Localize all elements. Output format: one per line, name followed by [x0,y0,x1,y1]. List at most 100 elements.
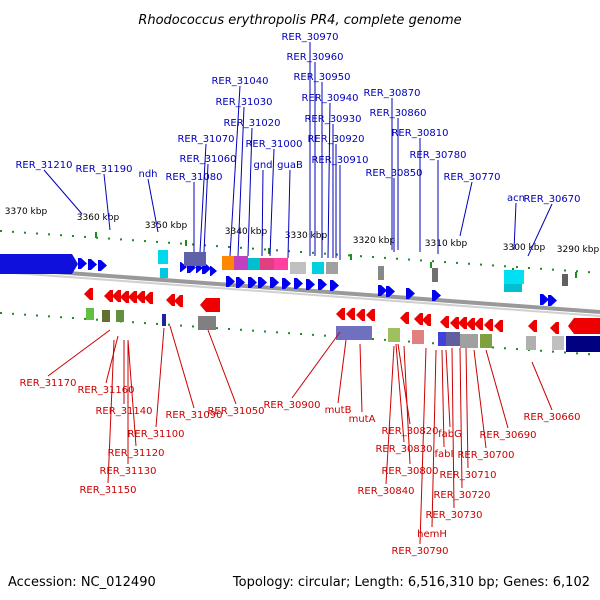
feature-box [446,332,460,346]
scale-dot [204,244,206,247]
scale-dot [300,251,302,253]
scale-dot [216,327,218,330]
scale-dot [432,260,434,263]
reverse-gene-arrow [550,322,559,334]
label-leader-line [419,347,427,545]
forward-gene-arrow [294,278,303,289]
scale-dot [420,259,422,262]
label-leader-line [207,329,237,405]
forward-gene-arrow [78,258,87,269]
label-leader-line [403,345,411,465]
scale-dot [252,329,254,332]
scale-dot [96,318,98,321]
label-leader-line [247,127,253,257]
label-leader-line [147,178,159,233]
scale-dot [60,234,62,237]
forward-gene-arrow [306,279,315,290]
reverse-gene-arrow [128,291,137,303]
label-leader-line [199,143,207,253]
scale-dot [540,349,542,352]
scale-dot [588,353,590,356]
gene-label-forward: RER_30670 [523,194,580,205]
gene-label-reverse: RER_31120 [107,448,164,459]
label-leader-line [451,347,455,509]
gene-label-forward: RER_30970 [281,32,338,43]
scale-dot [24,313,26,316]
label-leader-line [395,343,405,443]
scale-dot [84,235,86,238]
gene-label-forward: RER_30950 [293,72,350,83]
kbp-label: 3310 kbp [425,239,468,249]
feature-box [480,334,492,348]
scale-dot [372,256,374,259]
label-leader-line [103,173,111,231]
reverse-gene-arrow [400,312,409,324]
feature-box [248,258,260,270]
scale-dot [132,321,134,324]
gene-label-forward: RER_30810 [391,128,448,139]
feature-box [326,262,338,274]
gene-features [0,250,600,352]
scale-dot [240,246,242,249]
genome-backbone [0,266,600,314]
scale-dot [264,330,266,333]
label-leader-line [485,349,509,429]
scale-dot [276,249,278,252]
gene-label-forward: RER_30930 [304,114,361,125]
gene-label-forward: ndh [138,169,157,180]
feature-box [158,250,168,264]
feature-box [274,258,288,270]
label-leader-line [269,148,275,257]
scale-dot [396,257,398,260]
scale-dot [468,262,470,265]
scale-dot [240,328,242,331]
gene-label-reverse: RER_31150 [79,485,136,496]
forward-gene-arrow [282,278,291,289]
gene-label-forward: RER_30780 [409,150,466,161]
label-leader-line [431,349,437,528]
forward-gene-arrow [330,280,339,291]
feature-box [566,336,600,352]
scale-dot [60,316,62,319]
scale-dot [228,245,230,248]
major-tick [95,232,97,238]
label-leader-line [127,339,137,447]
feature-box [460,334,478,348]
reverse-gene-arrow [346,308,355,320]
feature-box [412,330,424,344]
gene-label-reverse: RER_31160 [77,385,134,396]
scale-dot [588,271,590,274]
scale-dot [324,334,326,337]
scale-dot [552,268,554,271]
topology-text: Topology: circular; Length: 6,516,310 bp… [232,575,590,590]
scale-dot [336,253,338,256]
reverse-gene-arrow [528,320,537,332]
reverse-gene-arrow [356,309,365,321]
label-leader-line [43,169,83,215]
scale-dot [252,247,254,250]
kbp-label: 3300 kbp [503,243,546,253]
label-leader-line [327,102,331,259]
genome-backbone-shadow [0,271,600,317]
gene-label-forward: RER_30920 [307,134,364,145]
label-leader-line [237,106,245,257]
scale-dot [492,264,494,267]
scale-dot [48,233,50,236]
scale-dot [72,317,74,320]
scale-dot [144,322,146,325]
reverse-gene-arrow [422,314,431,326]
reverse-gene-arrow [104,290,113,302]
label-leader-line [203,163,209,253]
feature-box [336,326,372,340]
label-leader-line [337,339,347,404]
scale-dot [132,239,134,242]
gene-label-reverse: RER_30690 [479,430,536,441]
label-leader-line [261,169,264,257]
scale-dot [264,248,266,251]
kbp-label: 3350 kbp [145,221,188,231]
gene-label-reverse: RER_30820 [381,426,438,437]
scale-dot [36,232,38,235]
gene-label-reverse: RER_30900 [263,400,320,411]
scale-dot [408,258,410,261]
